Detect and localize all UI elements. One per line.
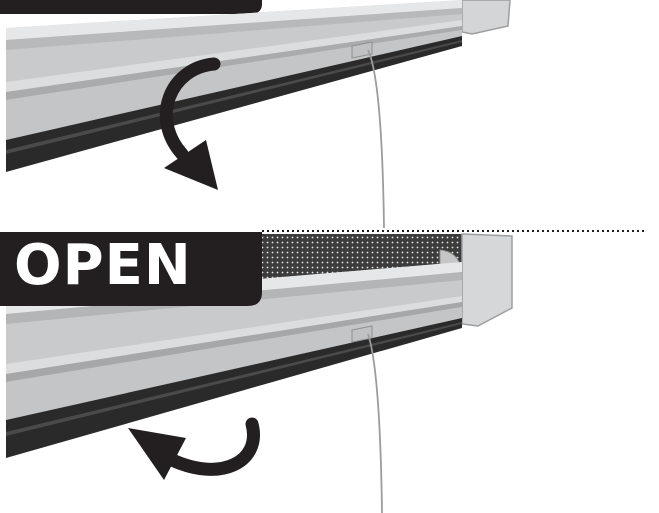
top-end-cap xyxy=(462,0,510,34)
rotate-up-arrow-icon xyxy=(128,424,253,480)
top-label-bar xyxy=(0,0,262,14)
bottom-pull-cord xyxy=(368,334,382,513)
open-label-bg xyxy=(0,232,262,306)
bottom-end-cap xyxy=(462,234,512,326)
top-blind-rail xyxy=(0,0,510,172)
top-pull-cord xyxy=(368,50,384,228)
